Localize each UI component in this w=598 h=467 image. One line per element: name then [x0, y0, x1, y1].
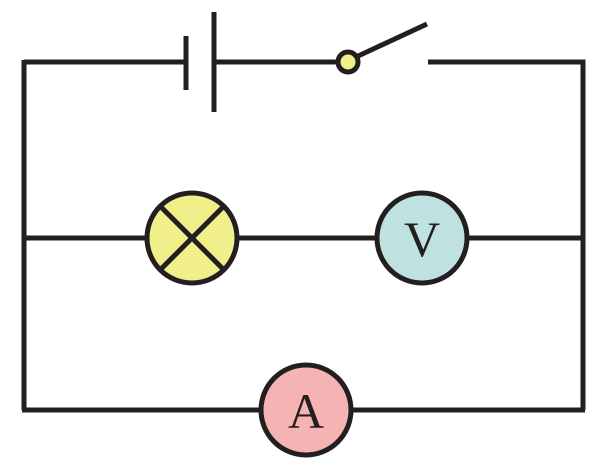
wires [21, 59, 586, 413]
wire-top-right [428, 59, 586, 410]
ammeter-icon: A [258, 362, 354, 458]
lamp-cross-icon [144, 190, 240, 286]
voltmeter-icon: V [374, 190, 470, 286]
ammeter-label: A [288, 383, 324, 439]
voltmeter-label: V [404, 211, 440, 267]
switch-pivot [335, 49, 361, 75]
switch-open-icon [335, 21, 429, 75]
battery-cell-icon [183, 12, 217, 112]
